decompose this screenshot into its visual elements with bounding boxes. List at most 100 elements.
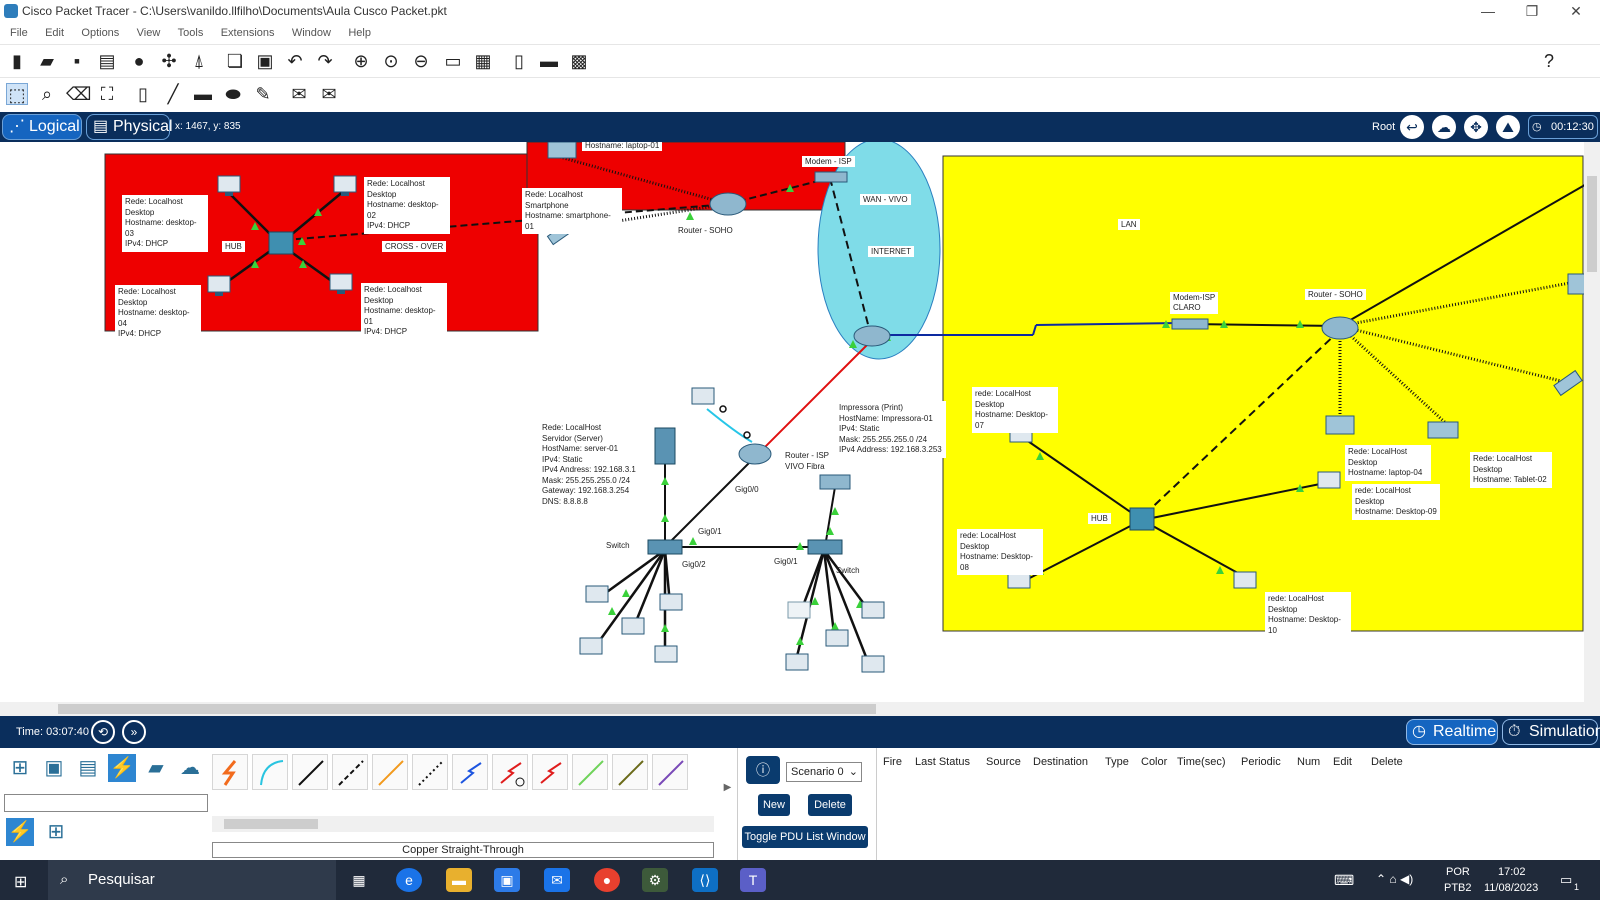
paste-icon[interactable]: ▣	[256, 51, 274, 71]
toggle-pdu-list-button[interactable]: Toggle PDU List Window	[742, 826, 868, 848]
note-desktop-02[interactable]: Rede: Localhost Desktop Hostname: deskto…	[364, 177, 450, 234]
custom-device-icon[interactable]: ▦	[474, 51, 492, 71]
cluster-icon[interactable]: ☁	[1432, 115, 1456, 139]
menu-options[interactable]: Options	[81, 27, 120, 39]
logical-mode-button[interactable]: ⋰ Logical	[2, 114, 82, 140]
note-tablet-02[interactable]: Rede: LocalHost Desktop Hostname: Tablet…	[1470, 452, 1552, 488]
screenshot-icon[interactable]: ▩	[570, 51, 588, 71]
vertical-scroll-thumb[interactable]	[1587, 176, 1597, 272]
windows-start-icon[interactable]: ⊞	[14, 874, 28, 891]
note-desktop-03[interactable]: Rede: Localhost Desktop Hostname: deskto…	[122, 195, 208, 252]
edge-icon[interactable]: e	[396, 868, 422, 892]
note-server-01[interactable]: Rede: LocalHost Servidor (Server) HostNa…	[539, 421, 641, 509]
network-devices-icon[interactable]: ⊞	[11, 757, 29, 779]
miscellaneous-icon[interactable]: ▰	[148, 757, 164, 779]
iot-cable-icon[interactable]	[612, 754, 648, 790]
notes-icon[interactable]: ▯	[514, 51, 524, 71]
col-edit[interactable]: Edit	[1333, 756, 1352, 768]
delete-icon[interactable]: ⌫	[66, 84, 92, 104]
note-impressora-01[interactable]: Impressora (Print) HostName: Impressora-…	[836, 401, 946, 458]
back-icon[interactable]: ↩	[1400, 115, 1424, 139]
vertical-scrollbar[interactable]	[1584, 142, 1600, 702]
menu-view[interactable]: View	[136, 27, 161, 39]
note-laptop-04[interactable]: Rede: LocalHost Desktop Hostname: laptop…	[1345, 445, 1431, 481]
chrome-icon[interactable]: ●	[594, 868, 620, 892]
language-bottom[interactable]: PTB2	[1444, 882, 1472, 894]
new-file-icon[interactable]: ▮	[12, 51, 22, 71]
console-cable-icon[interactable]	[252, 754, 288, 790]
col-type[interactable]: Type	[1105, 756, 1129, 768]
inspect-icon[interactable]: ⌕	[41, 84, 53, 104]
place-note-icon[interactable]: ▯	[138, 84, 148, 104]
zoom-in-icon[interactable]: ⊕	[353, 51, 369, 71]
info-icon-bottom[interactable]: ⓘ	[746, 756, 780, 784]
end-devices-icon[interactable]: ▣	[44, 757, 64, 779]
vscode-icon[interactable]: ⟨⟩	[692, 868, 718, 892]
col-fire[interactable]: Fire	[883, 756, 902, 768]
teams-icon[interactable]: T	[740, 868, 766, 892]
keyboard-icon[interactable]: ⌨	[1334, 872, 1355, 888]
print-icon[interactable]: ▤	[98, 51, 116, 71]
zoom-out-icon[interactable]: ⊖	[413, 51, 429, 71]
col-delete[interactable]: Delete	[1371, 756, 1403, 768]
simple-pdu-icon[interactable]: ✉	[291, 84, 307, 104]
serial-dce-icon[interactable]	[492, 754, 528, 790]
activity-wizard-icon[interactable]: ⍋	[193, 51, 205, 71]
background-image-icon[interactable]: ⛰	[1496, 115, 1520, 139]
col-last-status[interactable]: Last Status	[915, 756, 971, 768]
note-desktop-10[interactable]: rede: LocalHost Desktop Hostname: Deskto…	[1265, 592, 1351, 638]
menu-help[interactable]: Help	[348, 27, 371, 39]
col-source[interactable]: Source	[986, 756, 1021, 768]
device-dialog-icon[interactable]: ▬	[540, 51, 558, 71]
menu-window[interactable]: Window	[291, 27, 331, 39]
usb-cable-icon[interactable]	[652, 754, 688, 790]
new-scenario-button[interactable]: New	[758, 794, 790, 816]
note-desktop-09[interactable]: rede: LocalHost Desktop Hostname: Deskto…	[1352, 484, 1440, 520]
fast-forward-icon[interactable]: »	[122, 720, 146, 744]
phone-cable-icon[interactable]	[412, 754, 448, 790]
copy-icon[interactable]: ❏	[226, 51, 244, 71]
note-desktop-08[interactable]: rede: LocalHost Desktop Hostname: Deskto…	[957, 529, 1043, 575]
col-periodic[interactable]: Periodic	[1241, 756, 1281, 768]
help-icon[interactable]: ?	[1543, 51, 1554, 71]
grid-icon[interactable]: ⊞	[47, 821, 65, 843]
taskbar-time[interactable]: 17:02	[1498, 866, 1526, 878]
multiuser-icon[interactable]: ☁	[180, 757, 200, 779]
draw-line-icon[interactable]: ╱	[167, 84, 179, 104]
straight-through-icon[interactable]	[292, 754, 328, 790]
menu-extensions[interactable]: Extensions	[220, 27, 275, 39]
resize-icon[interactable]: ⛶	[100, 84, 114, 104]
maximize-button[interactable]: ❐	[1525, 3, 1539, 19]
components-icon[interactable]: ▤	[78, 757, 98, 779]
connections-sub-icon[interactable]: ⚡	[6, 818, 34, 846]
menu-file[interactable]: File	[10, 27, 28, 39]
store-icon[interactable]: ▣	[494, 868, 520, 892]
logical-workspace[interactable]: Rede: Localhost Desktop Hostname: deskto…	[0, 142, 1600, 702]
move-object-icon[interactable]: ✥	[1464, 115, 1488, 139]
menu-edit[interactable]: Edit	[45, 27, 65, 39]
connections-icon[interactable]: ⚡	[108, 754, 136, 782]
delete-scenario-button[interactable]: Delete	[808, 794, 852, 816]
horizontal-scroll-thumb[interactable]	[58, 704, 876, 714]
note-desktop-04[interactable]: Rede: Localhost Desktop Hostname: deskto…	[115, 285, 201, 342]
panel-collapse-icon[interactable]: ▶	[718, 748, 738, 860]
save-icon[interactable]: ▪	[73, 51, 81, 71]
language-top[interactable]: POR	[1446, 866, 1470, 878]
connections-scroll-thumb[interactable]	[224, 819, 318, 829]
coaxial-cable-icon[interactable]	[452, 754, 488, 790]
packet-tracer-task-icon[interactable]: ⚙	[642, 868, 668, 892]
notification-icon[interactable]: ▭	[1560, 872, 1573, 887]
realtime-button[interactable]: ◷ Realtime	[1406, 719, 1498, 745]
scenario-select[interactable]: Scenario 0 ⌄	[786, 762, 862, 782]
connections-scrollbar[interactable]	[212, 816, 714, 832]
serial-dte-icon[interactable]	[532, 754, 568, 790]
fiber-cable-icon[interactable]	[372, 754, 408, 790]
select-icon[interactable]: ⬚	[6, 83, 28, 105]
crossover-cable-icon[interactable]	[332, 754, 368, 790]
network-info-icon[interactable]: ✣	[161, 51, 177, 71]
draw-rectangle-icon[interactable]: ▬	[194, 84, 212, 104]
auto-connection-icon[interactable]	[212, 754, 248, 790]
col-num[interactable]: Num	[1297, 756, 1321, 768]
device-search-field[interactable]	[4, 794, 208, 812]
menu-tools[interactable]: Tools	[177, 27, 204, 39]
